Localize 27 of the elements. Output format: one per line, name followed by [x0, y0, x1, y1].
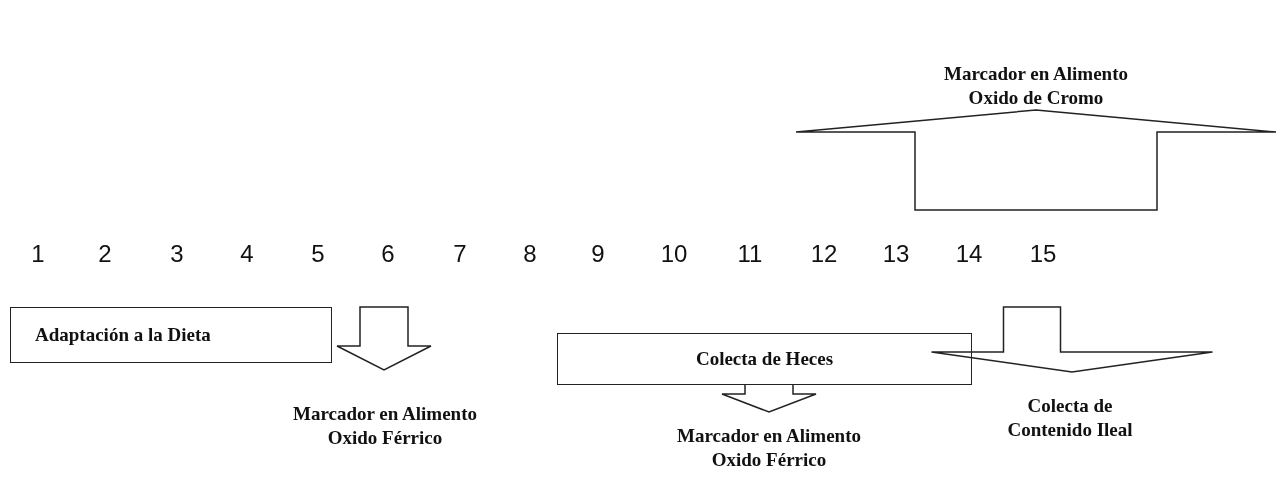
day-number: 6 [381, 240, 395, 268]
collection-label: Colecta de Contenido Ileal [990, 372, 1150, 442]
phase-label: Adaptación a la Dieta [35, 323, 211, 347]
block-arrow [795, 109, 1277, 211]
day-number: 9 [591, 240, 605, 268]
block-arrow [930, 306, 1214, 373]
marker-label: Marcador en Alimento Oxido Férrico [654, 412, 884, 472]
day-number: 15 [1029, 240, 1057, 268]
day-number: 1 [31, 240, 45, 268]
day-number: 2 [98, 240, 112, 268]
day-number: 11 [737, 240, 763, 268]
day-number: 10 [660, 240, 688, 268]
day-number: 3 [170, 240, 184, 268]
day-number: 14 [955, 240, 983, 268]
phase-label: Colecta de Heces [695, 347, 834, 371]
block-arrow [721, 384, 817, 413]
block-arrow [336, 306, 432, 371]
marker-label: Marcador en Alimento Oxido de Cromo [921, 30, 1151, 110]
phase-box [557, 333, 972, 385]
day-number: 4 [240, 240, 254, 268]
day-number: 13 [882, 240, 910, 268]
marker-label: Marcador en Alimento Oxido Férrico [270, 370, 500, 450]
day-number: 5 [311, 240, 325, 268]
day-number: 8 [523, 240, 537, 268]
phase-box [10, 307, 332, 363]
day-number: 12 [810, 240, 838, 268]
day-number: 7 [453, 240, 467, 268]
